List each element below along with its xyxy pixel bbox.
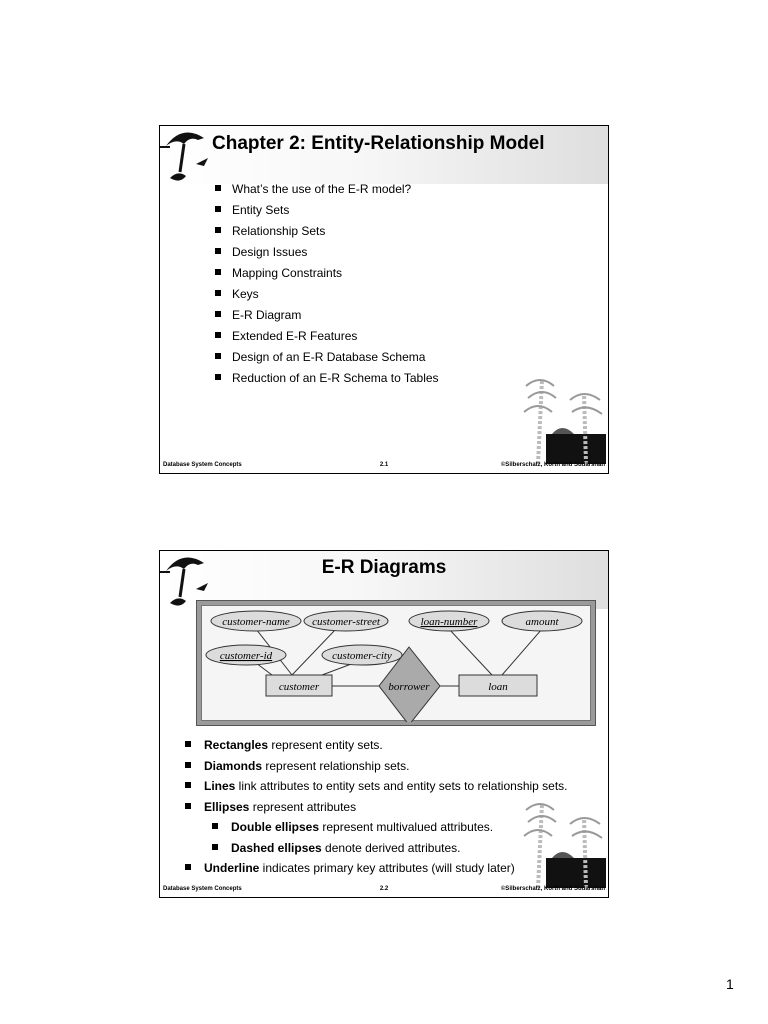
slide-title: Chapter 2: Entity-Relationship Model bbox=[212, 133, 545, 154]
attr-amount: amount bbox=[501, 610, 583, 632]
list-item-text: link attributes to entity sets and entit… bbox=[235, 779, 568, 793]
bullet-square-icon bbox=[185, 802, 191, 809]
bullet-square-icon bbox=[215, 206, 221, 212]
palm-trees-icon bbox=[523, 379, 606, 464]
bullet-square-icon bbox=[212, 843, 218, 850]
list-item-text: denote derived attributes. bbox=[321, 840, 461, 855]
list-item-term: Lines bbox=[204, 779, 236, 793]
title-band bbox=[160, 126, 608, 184]
bullet-square-icon bbox=[212, 823, 218, 829]
attr-customer-street-label: customer-street bbox=[312, 616, 381, 628]
bullet-square-icon bbox=[185, 782, 191, 788]
bullet-square-icon bbox=[215, 227, 221, 233]
list-item: Lines link attributes to entity sets and… bbox=[185, 779, 568, 800]
slide-2: E-R Diagrams customer-name bbox=[159, 550, 609, 898]
umbrella-logo-icon bbox=[160, 557, 208, 606]
bullet-square-icon bbox=[215, 374, 221, 380]
bullet-square-icon bbox=[215, 185, 221, 191]
attr-customer-id-label: customer-id bbox=[220, 650, 273, 662]
list-item: Ellipses represent attributes bbox=[185, 800, 568, 821]
list-item-text: Mapping Constraints bbox=[232, 266, 343, 280]
list-item: Dashed ellipses denote derived attribute… bbox=[212, 841, 568, 862]
bullet-square-icon bbox=[185, 864, 191, 870]
list-item-term: Underline bbox=[204, 861, 260, 875]
entity-customer-label: customer bbox=[279, 681, 320, 693]
palm-trees-icon bbox=[523, 803, 606, 888]
bullet-square-icon bbox=[215, 248, 221, 254]
footer-page: 2.2 bbox=[379, 886, 389, 892]
list-item-text: represent multivalued attributes. bbox=[319, 820, 494, 834]
entity-loan: loan bbox=[458, 674, 538, 697]
attr-customer-id: customer-id bbox=[205, 644, 287, 666]
slide-1: Chapter 2: Entity-Relationship Model Wha… bbox=[159, 125, 609, 474]
list-item-text: represent attributes bbox=[249, 799, 357, 814]
entity-customer: customer bbox=[265, 674, 333, 697]
attr-customer-name-label: customer-name bbox=[222, 616, 290, 628]
list-item-text: Relationship Sets bbox=[232, 224, 326, 238]
slide-footer: Database System Concepts 2.2 ©Silberscha… bbox=[163, 886, 605, 896]
list-item-term: Ellipses bbox=[204, 799, 250, 814]
attr-loan-number: loan-number bbox=[408, 610, 490, 632]
list-item: Design of an E-R Database Schema bbox=[215, 350, 439, 371]
list-item: Underline indicates primary key attribut… bbox=[185, 861, 568, 882]
list-item: Diamonds represent relationship sets. bbox=[185, 759, 568, 780]
bullet-square-icon bbox=[215, 353, 221, 359]
relationship-borrower-label: borrower bbox=[388, 681, 430, 693]
bullet-square-icon bbox=[185, 761, 191, 768]
attr-customer-city: customer-city bbox=[321, 644, 403, 666]
list-item: E-R Diagram bbox=[215, 308, 439, 329]
list-item-text: indicates primary key attributes (will s… bbox=[259, 861, 515, 875]
footer-copyright: ©Silberschatz, Korth and Sudarshan bbox=[500, 886, 605, 892]
list-item: What’s the use of the E-R model? bbox=[215, 182, 439, 203]
list-item: Double ellipses represent multivalued at… bbox=[212, 820, 568, 841]
topic-list: What’s the use of the E-R model? Entity S… bbox=[215, 182, 439, 392]
er-diagram-frame: customer-name customer-street loan-numbe… bbox=[196, 600, 596, 726]
legend-list: Rectangles represent entity sets.Diamond… bbox=[185, 738, 568, 882]
list-item-text: What’s the use of the E-R model? bbox=[232, 182, 412, 196]
bullet-square-icon bbox=[215, 290, 221, 296]
list-item-term: Diamonds bbox=[204, 758, 263, 773]
entity-loan-label: loan bbox=[488, 681, 508, 693]
page-number: 1 bbox=[726, 976, 734, 992]
footer-page: 2.1 bbox=[379, 462, 389, 468]
attr-loan-number-label: loan-number bbox=[421, 616, 479, 628]
list-item-term: Dashed ellipses bbox=[231, 840, 322, 855]
attr-customer-name: customer-name bbox=[210, 610, 302, 632]
er-diagram: customer-name customer-street loan-numbe… bbox=[205, 610, 583, 726]
list-item-text: Design of an E-R Database Schema bbox=[232, 350, 426, 364]
list-item-term: Rectangles bbox=[204, 738, 269, 752]
list-item: Extended E-R Features bbox=[215, 329, 439, 350]
title-band bbox=[160, 551, 608, 609]
list-item: Rectangles represent entity sets. bbox=[185, 738, 568, 759]
list-item-text: E-R Diagram bbox=[232, 308, 302, 322]
list-item-text: represent entity sets. bbox=[268, 738, 383, 752]
list-item-text: Keys bbox=[232, 287, 259, 301]
list-item-text: Extended E-R Features bbox=[232, 329, 358, 343]
bullet-square-icon bbox=[215, 269, 221, 275]
list-item-text: Reduction of an E-R Schema to Tables bbox=[232, 371, 439, 385]
bullet-square-icon bbox=[185, 741, 191, 747]
footer-copyright: ©Silberschatz, Korth and Sudarshan bbox=[500, 462, 605, 468]
footer-left: Database System Concepts bbox=[163, 462, 242, 468]
attr-customer-city-label: customer-city bbox=[332, 650, 392, 662]
list-item: Mapping Constraints bbox=[215, 266, 439, 287]
list-item: Reduction of an E-R Schema to Tables bbox=[215, 371, 439, 392]
bullet-square-icon bbox=[215, 311, 221, 317]
list-item: Entity Sets bbox=[215, 203, 439, 224]
attr-amount-label: amount bbox=[526, 616, 560, 628]
umbrella-logo-icon bbox=[160, 132, 208, 181]
list-item-term: Double ellipses bbox=[231, 820, 320, 834]
list-item: Design Issues bbox=[215, 245, 439, 266]
list-item: Relationship Sets bbox=[215, 224, 439, 245]
slide-title: E-R Diagrams bbox=[321, 557, 447, 578]
list-item: Keys bbox=[215, 287, 439, 308]
list-item-text: Design Issues bbox=[232, 245, 308, 259]
slide-footer: Database System Concepts 2.1 ©Silberscha… bbox=[163, 462, 605, 472]
bullet-square-icon bbox=[215, 332, 221, 338]
footer-left: Database System Concepts bbox=[163, 886, 242, 892]
list-item-text: represent relationship sets. bbox=[262, 758, 410, 773]
list-item-text: Entity Sets bbox=[232, 203, 290, 217]
attr-customer-street: customer-street bbox=[303, 610, 389, 632]
